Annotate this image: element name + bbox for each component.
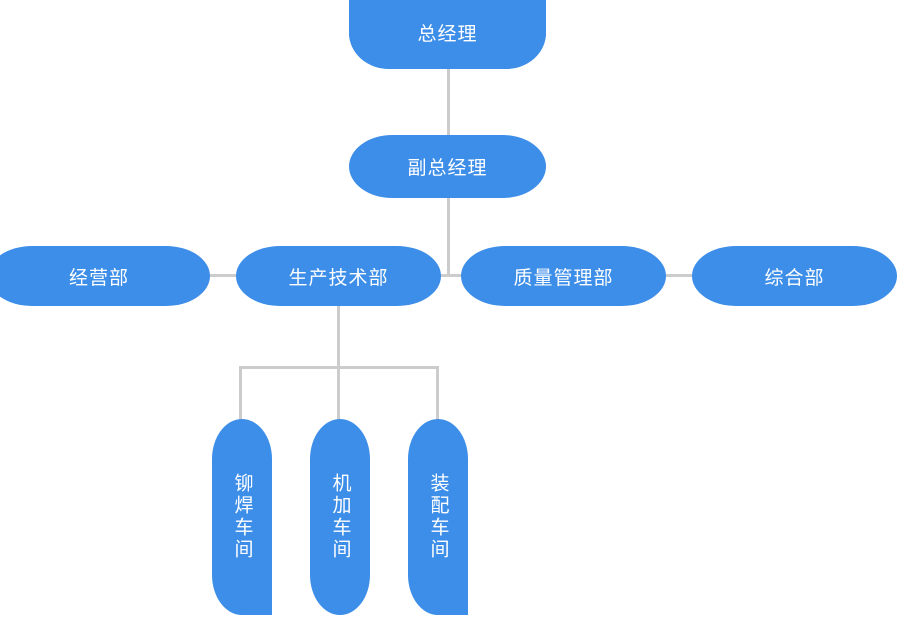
org-node-label: 副总经理 (407, 157, 488, 179)
org-node-business-department[interactable]: 经营部 (0, 246, 210, 306)
connector-department-bus (186, 274, 711, 277)
org-node-label: 质量管理部 (513, 266, 614, 289)
org-node-label: 机加车间 (329, 473, 352, 561)
connector-bus-to-shop2 (337, 366, 340, 421)
org-node-label: 生产技术部 (288, 266, 389, 289)
connector-dgm-to-bus (447, 197, 450, 276)
org-node-label: 总经理 (417, 23, 478, 45)
org-node-machining-workshop[interactable]: 机加车间 (310, 419, 370, 615)
org-node-label: 装配车间 (427, 473, 450, 561)
org-node-assembly-workshop[interactable]: 装配车间 (408, 419, 468, 615)
org-node-deputy-general-manager[interactable]: 副总经理 (349, 135, 546, 198)
org-node-riveting-welding-workshop[interactable]: 铆焊车间 (212, 419, 272, 615)
connector-dep2-to-bus (337, 305, 340, 368)
org-node-label: 经营部 (68, 266, 129, 289)
org-node-general-manager[interactable]: 总经理 (349, 0, 546, 69)
connector-bus-to-shop1 (239, 366, 242, 421)
org-node-quality-management-department[interactable]: 质量管理部 (461, 246, 666, 306)
org-node-general-affairs-department[interactable]: 综合部 (692, 246, 897, 306)
connector-gm-to-dgm (447, 68, 450, 136)
org-node-production-technology-department[interactable]: 生产技术部 (236, 246, 441, 306)
connector-bus-to-shop3 (436, 366, 439, 421)
org-node-label: 铆焊车间 (231, 473, 254, 561)
org-node-label: 综合部 (764, 266, 825, 289)
